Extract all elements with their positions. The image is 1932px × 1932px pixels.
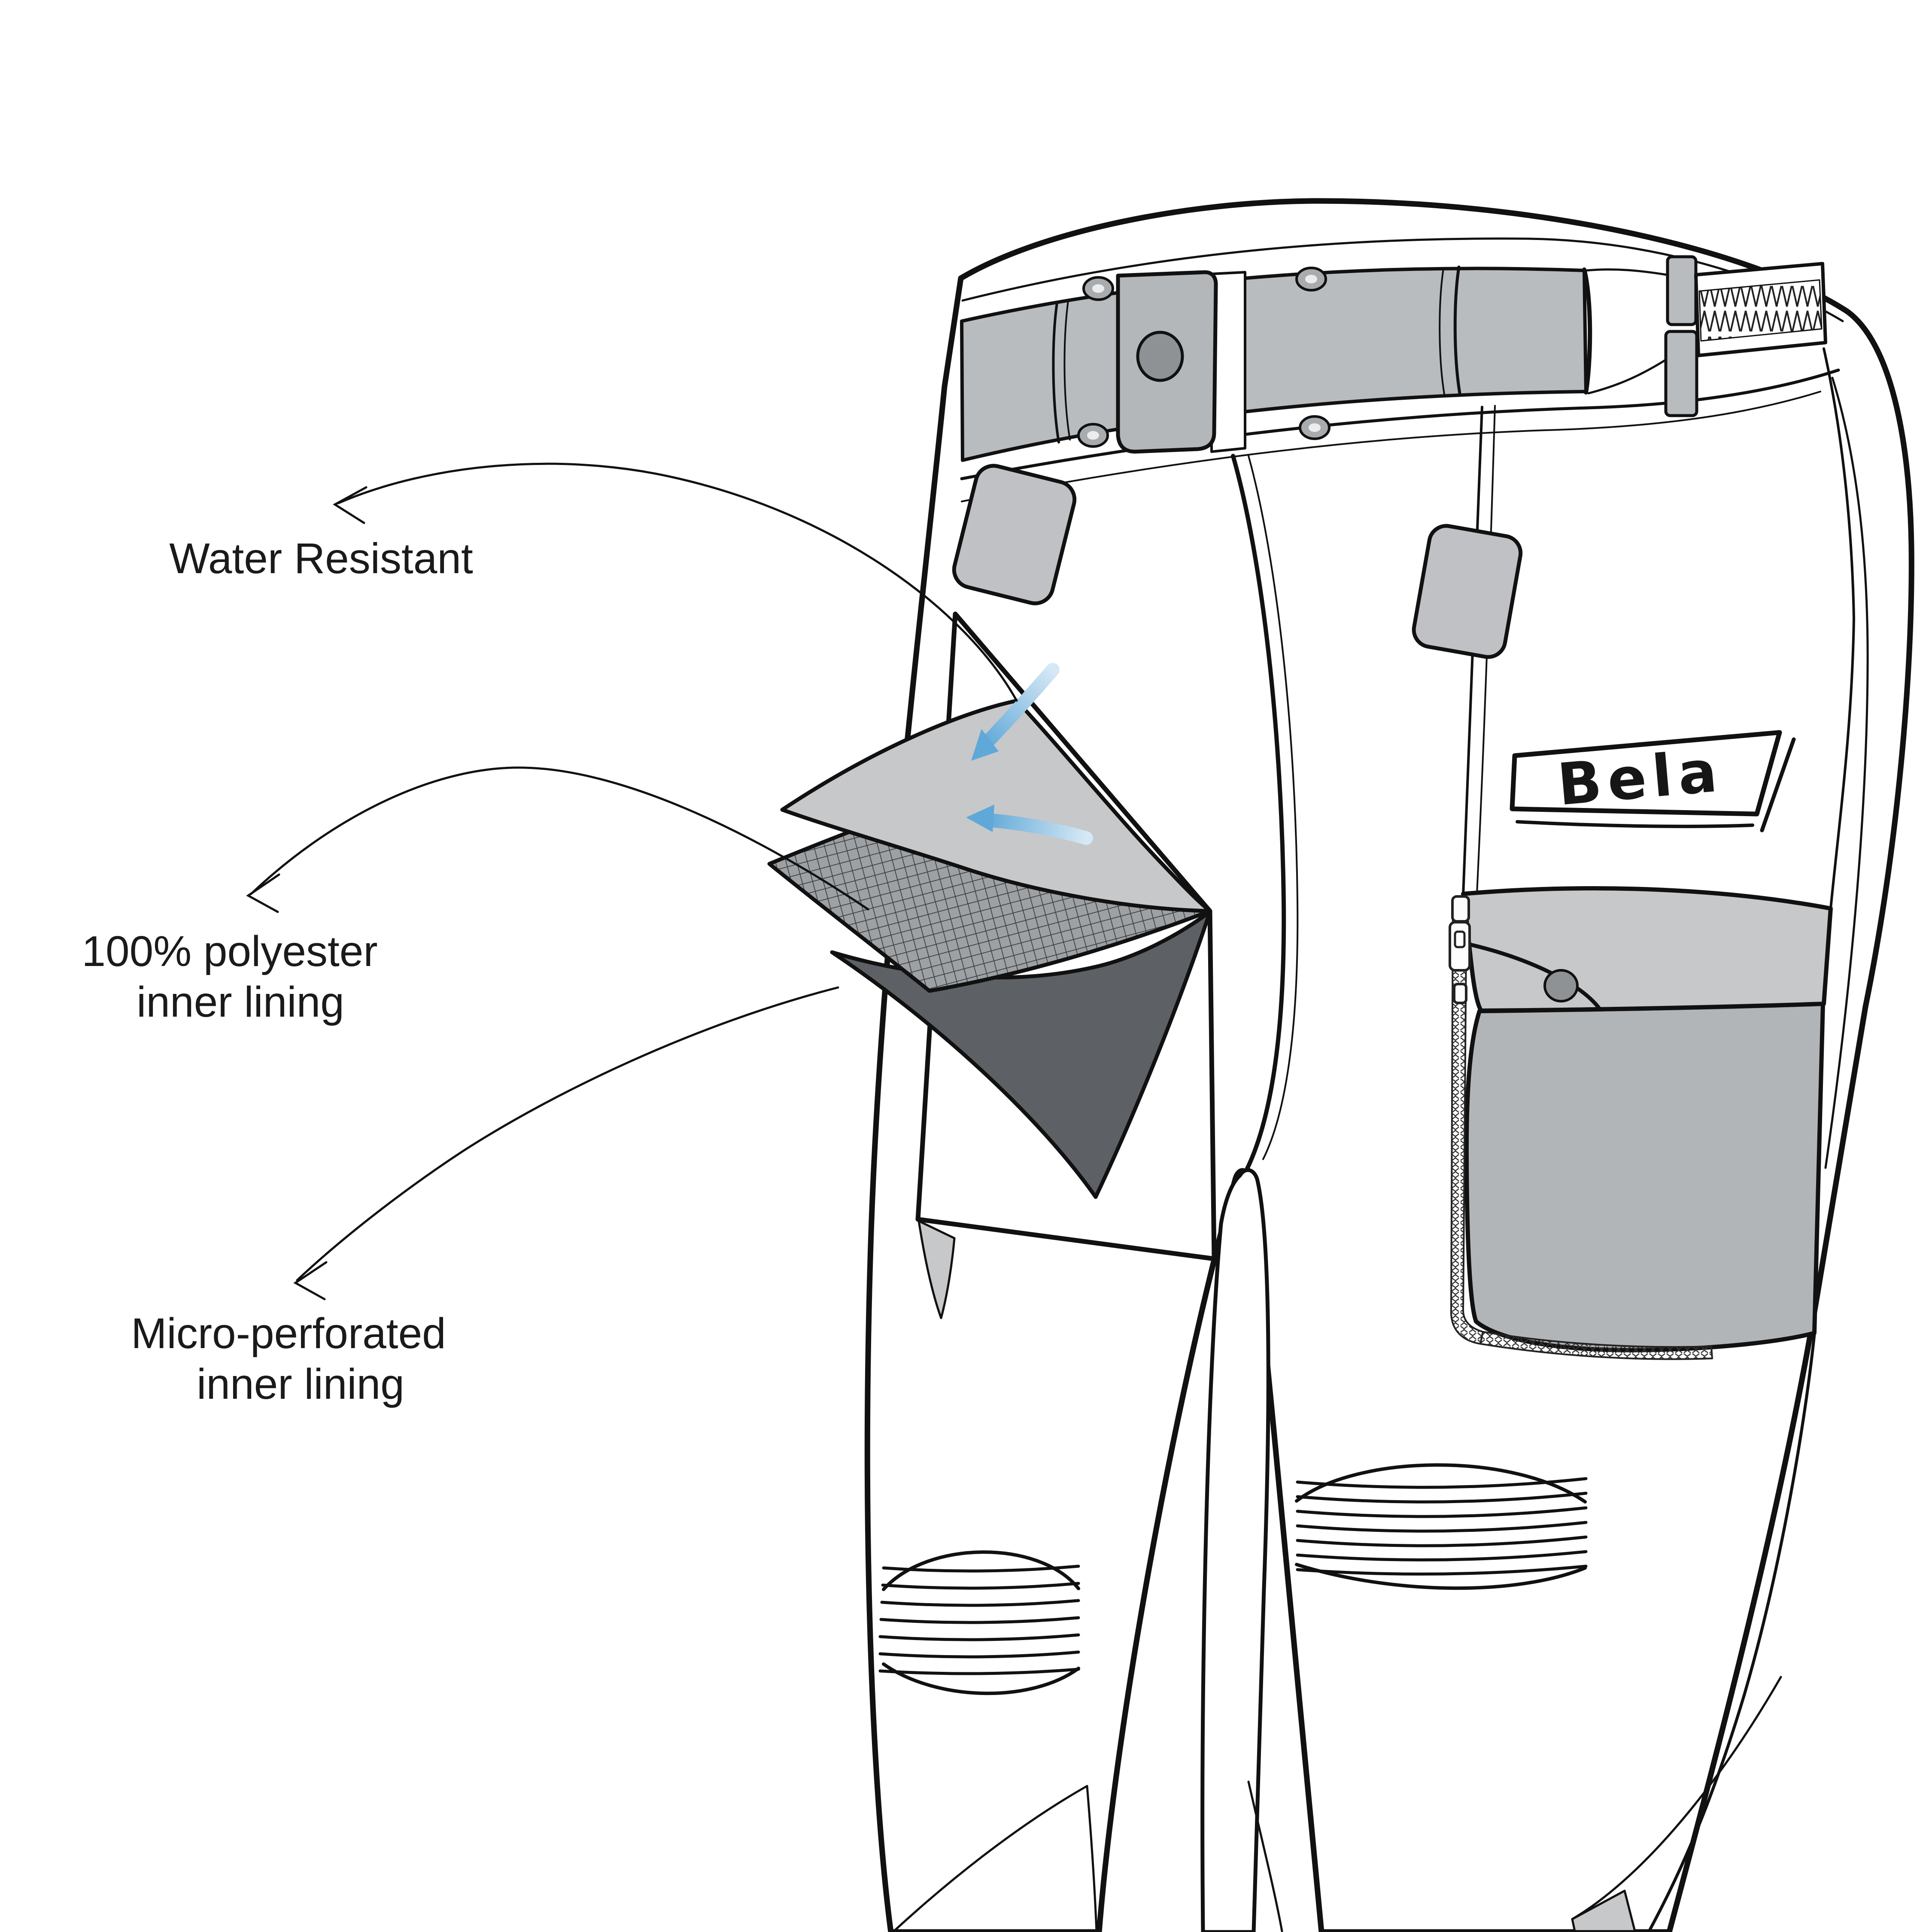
belt-fold-left-2 xyxy=(1063,300,1071,440)
label-water-resistant: Water Resistant xyxy=(169,535,473,583)
zipper-garage-lower xyxy=(1664,330,1698,417)
pocket-zipper-slider xyxy=(1449,895,1471,1004)
fly-seam xyxy=(1231,454,1286,1173)
belt-fold-right-2 xyxy=(1439,268,1445,395)
callouts: Water Resistant 100% polyester inner lin… xyxy=(82,462,1018,1408)
airflow-arrow-icon xyxy=(981,813,1093,845)
side-panel-seam-front xyxy=(1462,406,1483,896)
waistband-bottom-stitch xyxy=(961,391,1821,502)
waist-belt xyxy=(960,265,1592,462)
airflow-arrows xyxy=(966,663,1093,845)
pants-illustration: Bela xyxy=(864,198,1914,1932)
belt-to-zipper-seam-bottom xyxy=(1587,358,1667,395)
waist-zipper xyxy=(1585,255,1827,417)
hip-yoke-seam xyxy=(1824,377,1869,1169)
arrowhead-icon xyxy=(293,1261,328,1300)
side-panel-seam-rear-upper xyxy=(1823,347,1855,910)
side-panel-seam-rear-lower xyxy=(1647,1333,1816,1932)
label-polyester-line2: inner lining xyxy=(137,978,344,1026)
buckle-snap-button xyxy=(1136,331,1184,382)
bela-logo-badge: Bela xyxy=(1510,730,1796,832)
label-micro-perforated-line1: Micro-perforated xyxy=(131,1309,446,1358)
bela-logo-text: Bela xyxy=(1555,738,1726,819)
badge-echo-line xyxy=(1516,820,1754,828)
fabric-swatch-detail xyxy=(767,611,1217,1319)
label-polyester-line1: 100% polyester xyxy=(82,927,377,975)
crotch-gusset xyxy=(1200,1168,1270,1932)
pocket-snap-button xyxy=(1543,969,1579,1002)
arrowhead-icon xyxy=(246,873,280,913)
cargo-pocket xyxy=(1449,886,1833,1360)
label-micro-perforated-line2: inner lining xyxy=(197,1360,404,1408)
knee-stretch-panel-right xyxy=(1295,1463,1588,1590)
fabric-window-sliver xyxy=(917,1220,956,1319)
zipper-garage-upper xyxy=(1666,255,1698,326)
belt-to-zipper-seam-top xyxy=(1585,268,1668,276)
belt-fold-right xyxy=(1453,265,1461,395)
belt-fold-left xyxy=(1052,301,1060,444)
hem-gusset-right xyxy=(1571,1889,1636,1932)
side-panel-stitch-front xyxy=(1476,405,1496,895)
arrowhead-icon xyxy=(333,486,368,524)
callout-arrow-micro-perforated xyxy=(293,986,839,1300)
badge-chevron xyxy=(1760,737,1796,832)
thigh-patch-left xyxy=(952,464,1077,605)
fly-stitch xyxy=(1248,455,1299,1160)
airflow-arrowhead-icon xyxy=(971,729,999,761)
airflow-arrowhead-icon xyxy=(966,805,994,832)
belt-grommet-holes xyxy=(1087,275,1321,440)
thigh-patch-right xyxy=(1412,524,1523,659)
pocket-snap-notch xyxy=(1468,942,1602,1011)
cargo-pocket-flap xyxy=(1461,886,1833,1013)
cargo-pocket-body xyxy=(1464,1002,1825,1352)
zipper-teeth xyxy=(1698,279,1823,342)
callout-arrow-polyester xyxy=(246,766,869,913)
knee-stretch-panel-left xyxy=(878,1550,1080,1695)
airflow-arrow-icon xyxy=(980,663,1060,750)
pocket-zipper-bottom xyxy=(1479,1331,1713,1360)
ankle-seams xyxy=(893,1676,1782,1932)
badge-plate xyxy=(1510,730,1782,817)
fabric-layer-outer-water-resistant xyxy=(780,699,1212,913)
belt-end-edge xyxy=(1582,267,1592,395)
callout-arrow-water-resistant xyxy=(333,462,1018,702)
